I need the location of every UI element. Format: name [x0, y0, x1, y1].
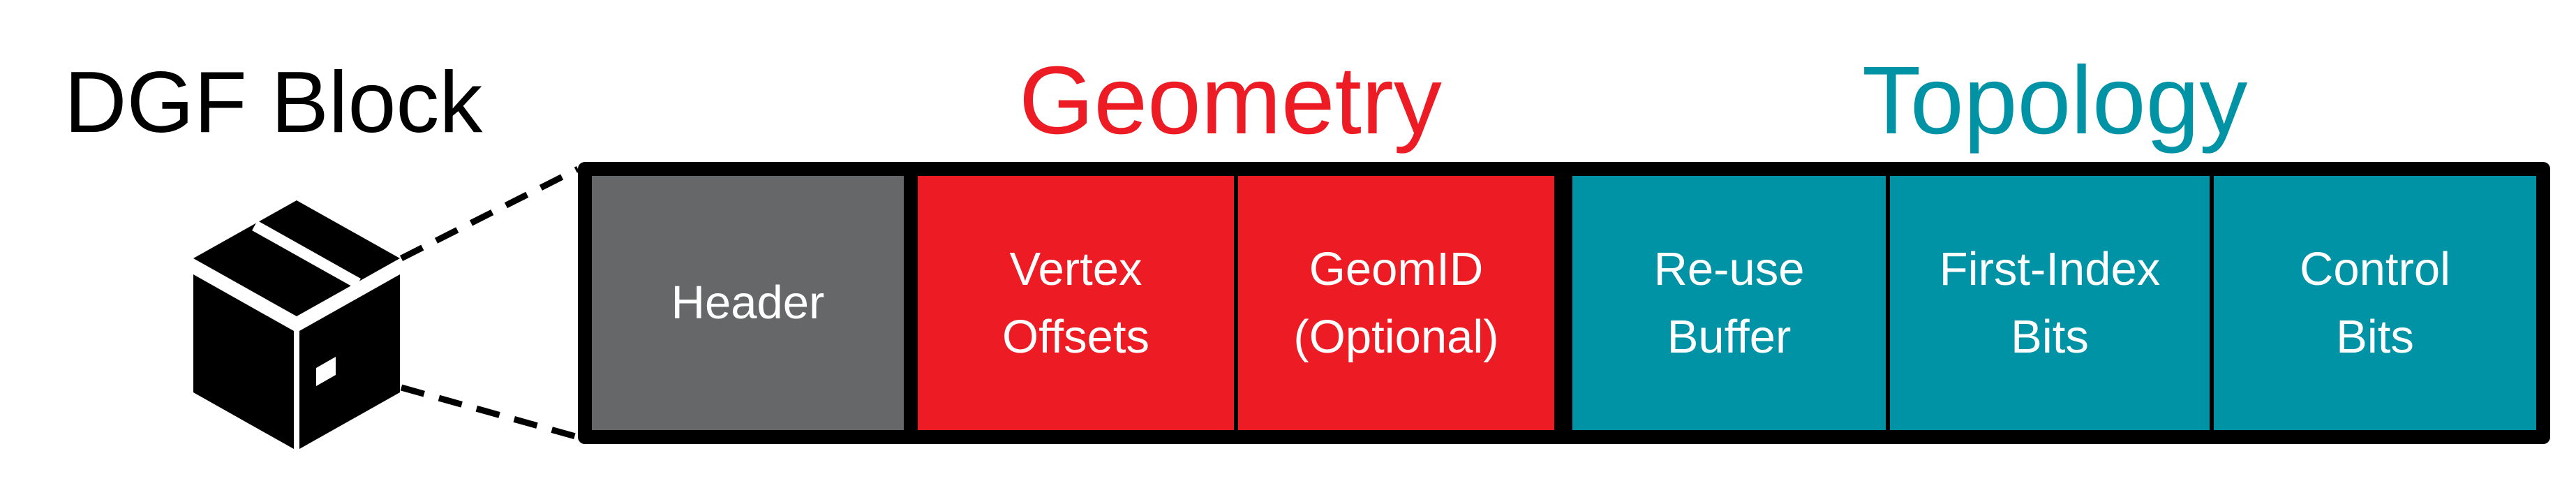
geomid-cell: GeomID (Optional) — [1238, 176, 1554, 430]
vertex-offsets-cell: Vertex Offsets — [918, 176, 1234, 430]
control-bits-cell: Control Bits — [2214, 176, 2536, 430]
topology-section-title: Topology — [1862, 47, 2248, 154]
header-cell: Header — [592, 176, 904, 430]
reuse-buffer-cell: Re-use Buffer — [1572, 176, 1886, 430]
dgf-block-title: DGF Block — [64, 54, 483, 151]
connector-line-top — [399, 165, 580, 262]
geometry-section-title: Geometry — [1019, 47, 1442, 154]
package-box-icon — [193, 200, 400, 449]
first-index-bits-cell: First-Index Bits — [1890, 176, 2210, 430]
connector-line-bottom — [400, 384, 579, 441]
